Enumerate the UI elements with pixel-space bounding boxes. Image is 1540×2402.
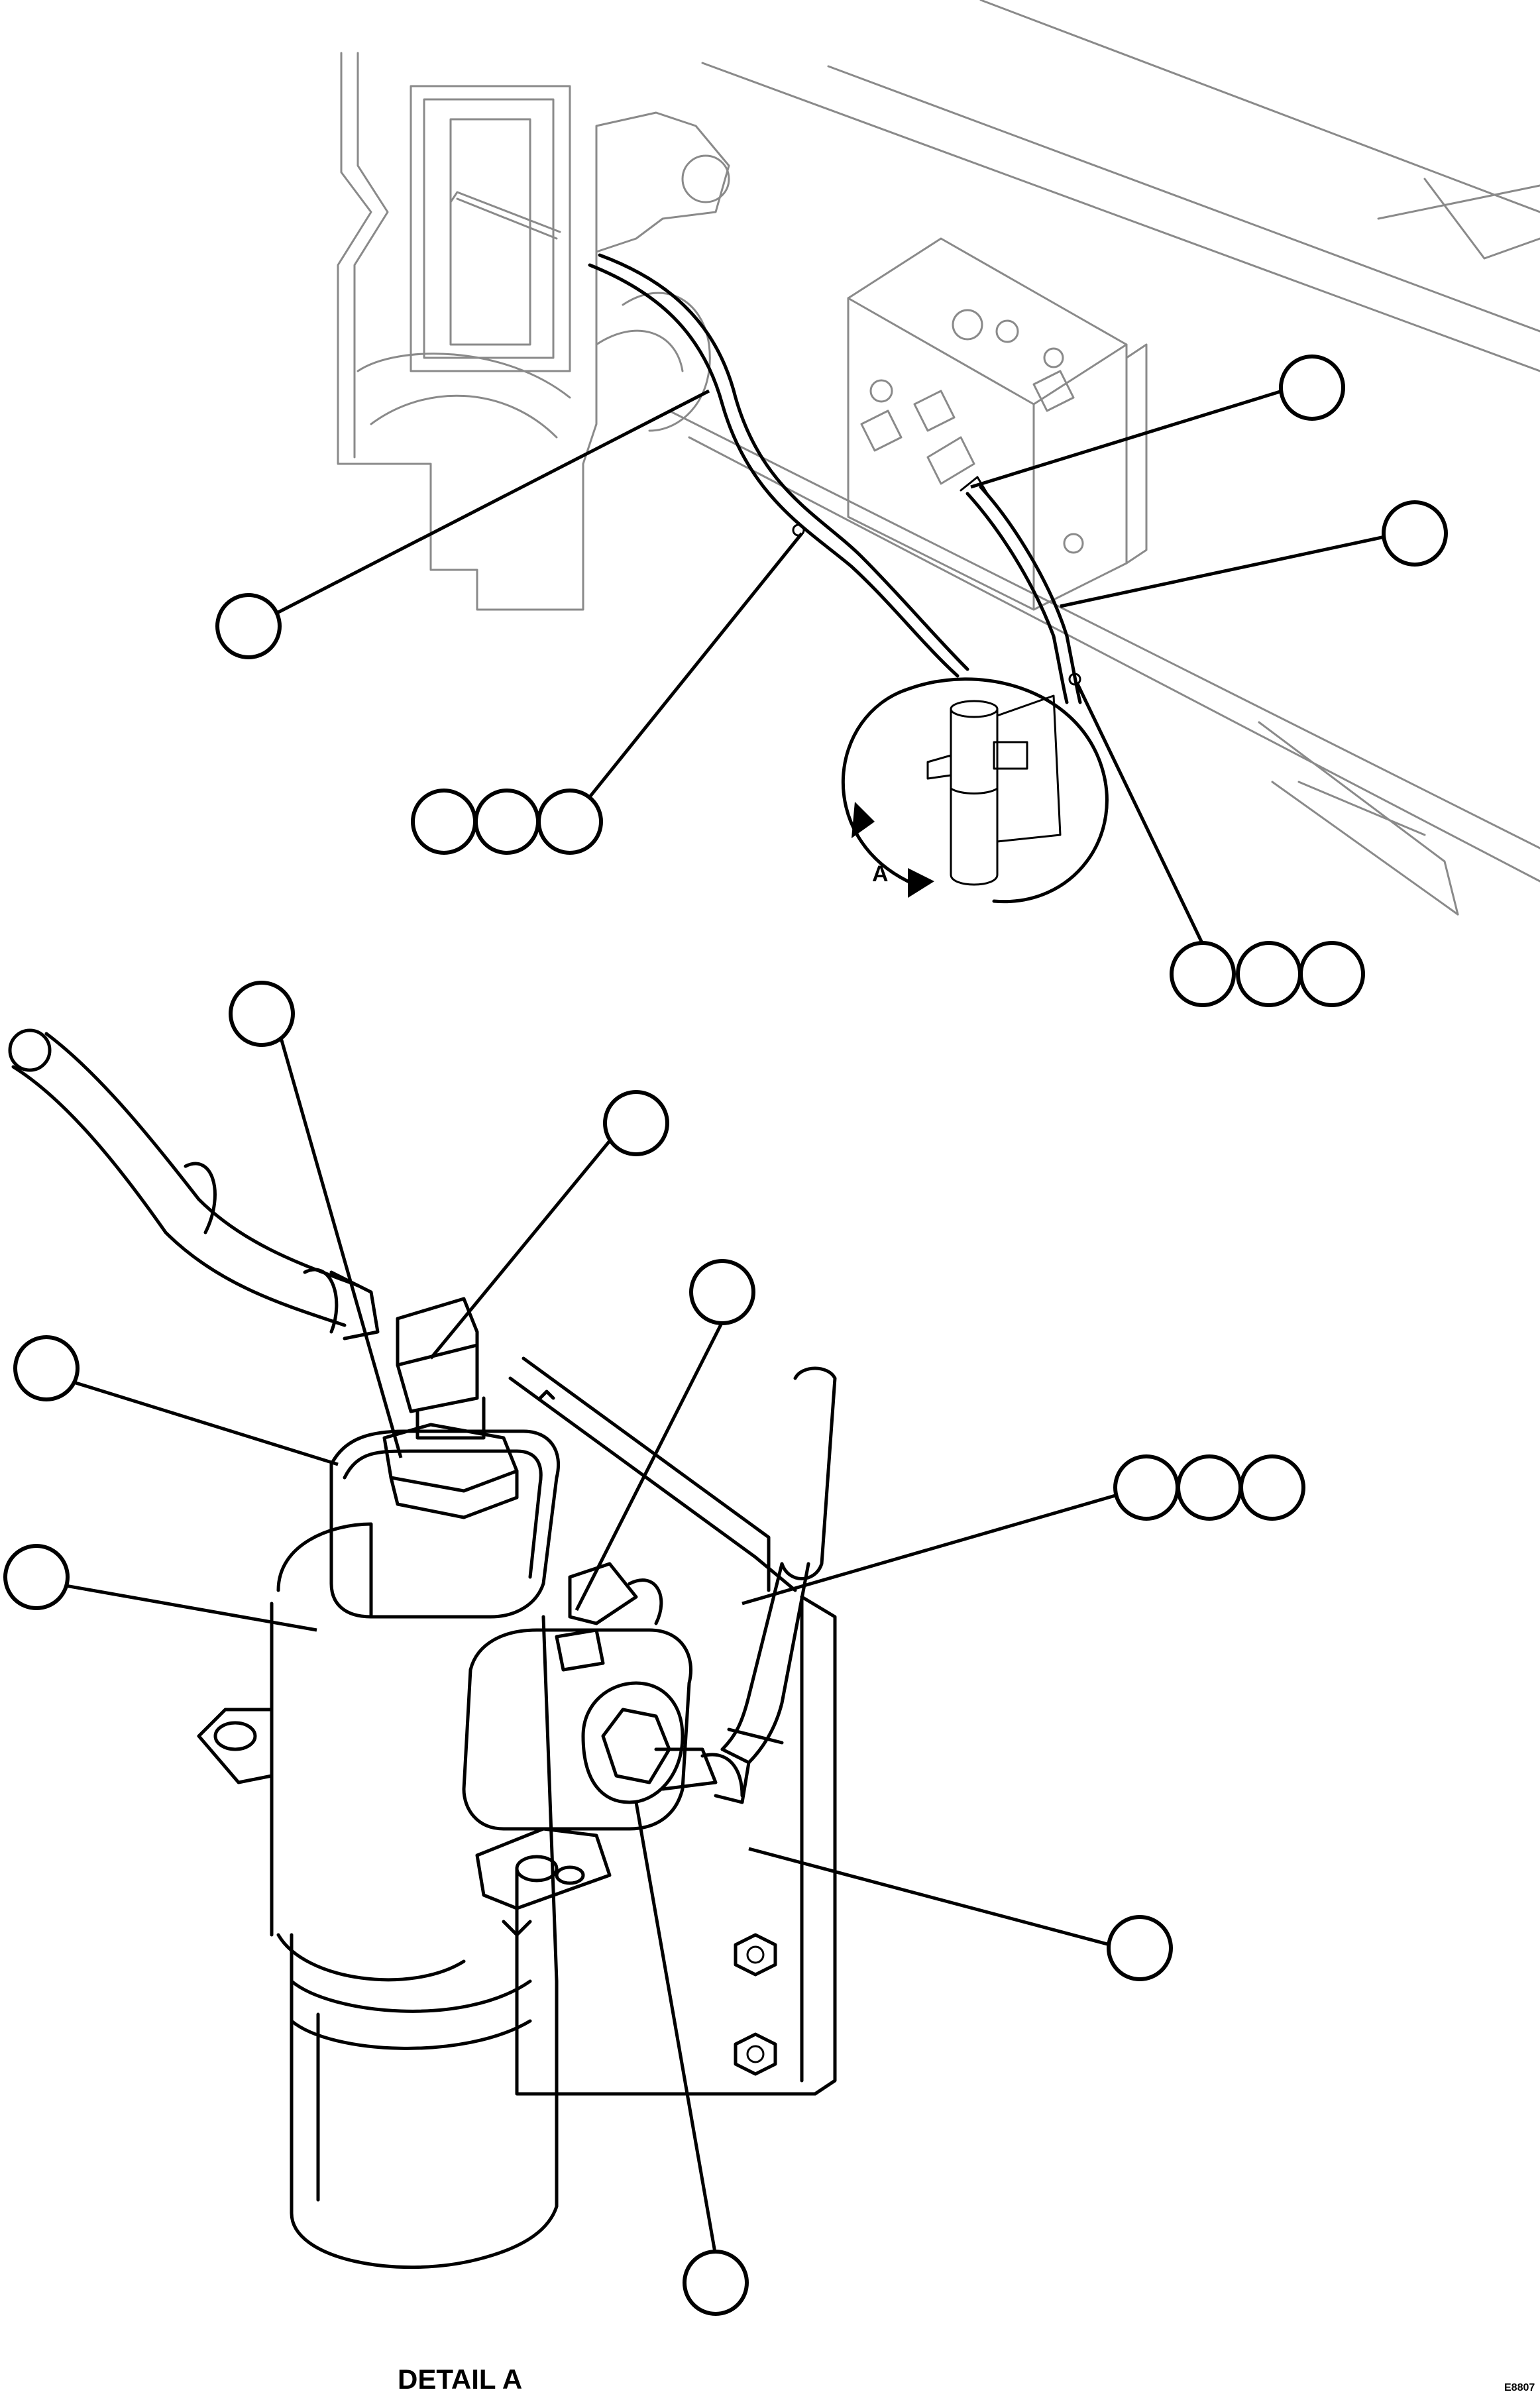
- callout-bubble: [474, 789, 540, 855]
- callout-bubble: [537, 789, 603, 855]
- callout-bubble: [1113, 1454, 1180, 1521]
- callout-bubbles: [3, 355, 1448, 2316]
- callout-bubble: [689, 1259, 755, 1325]
- callout-bubble: [3, 1544, 70, 1610]
- callout-bubble: [13, 1335, 80, 1401]
- callout-bubble: [603, 1090, 669, 1156]
- callout-bubble: [683, 2250, 749, 2316]
- callout-bubble: [1176, 1454, 1242, 1521]
- leader-lines: [54, 389, 1386, 2257]
- detail-a-view: [8, 1028, 837, 2269]
- view-marker-label: A: [872, 861, 889, 887]
- overview-view: [337, 0, 1540, 916]
- detail-label: DETAIL A: [398, 2364, 522, 2395]
- callout-bubble: [215, 593, 282, 659]
- drawing-id: E8807: [1504, 2382, 1535, 2393]
- callout-bubble: [1382, 500, 1448, 567]
- callout-bubble: [1170, 941, 1236, 1007]
- callout-bubble: [1299, 941, 1365, 1007]
- callout-bubble: [229, 981, 295, 1047]
- callout-bubble: [1239, 1454, 1305, 1521]
- callout-bubble: [1279, 355, 1345, 421]
- callout-bubble: [1236, 941, 1302, 1007]
- callout-bubble: [1107, 1915, 1173, 1981]
- callout-bubble: [411, 789, 477, 855]
- view-arrow-icon: [852, 802, 875, 838]
- view-arrow-icon: [908, 868, 934, 898]
